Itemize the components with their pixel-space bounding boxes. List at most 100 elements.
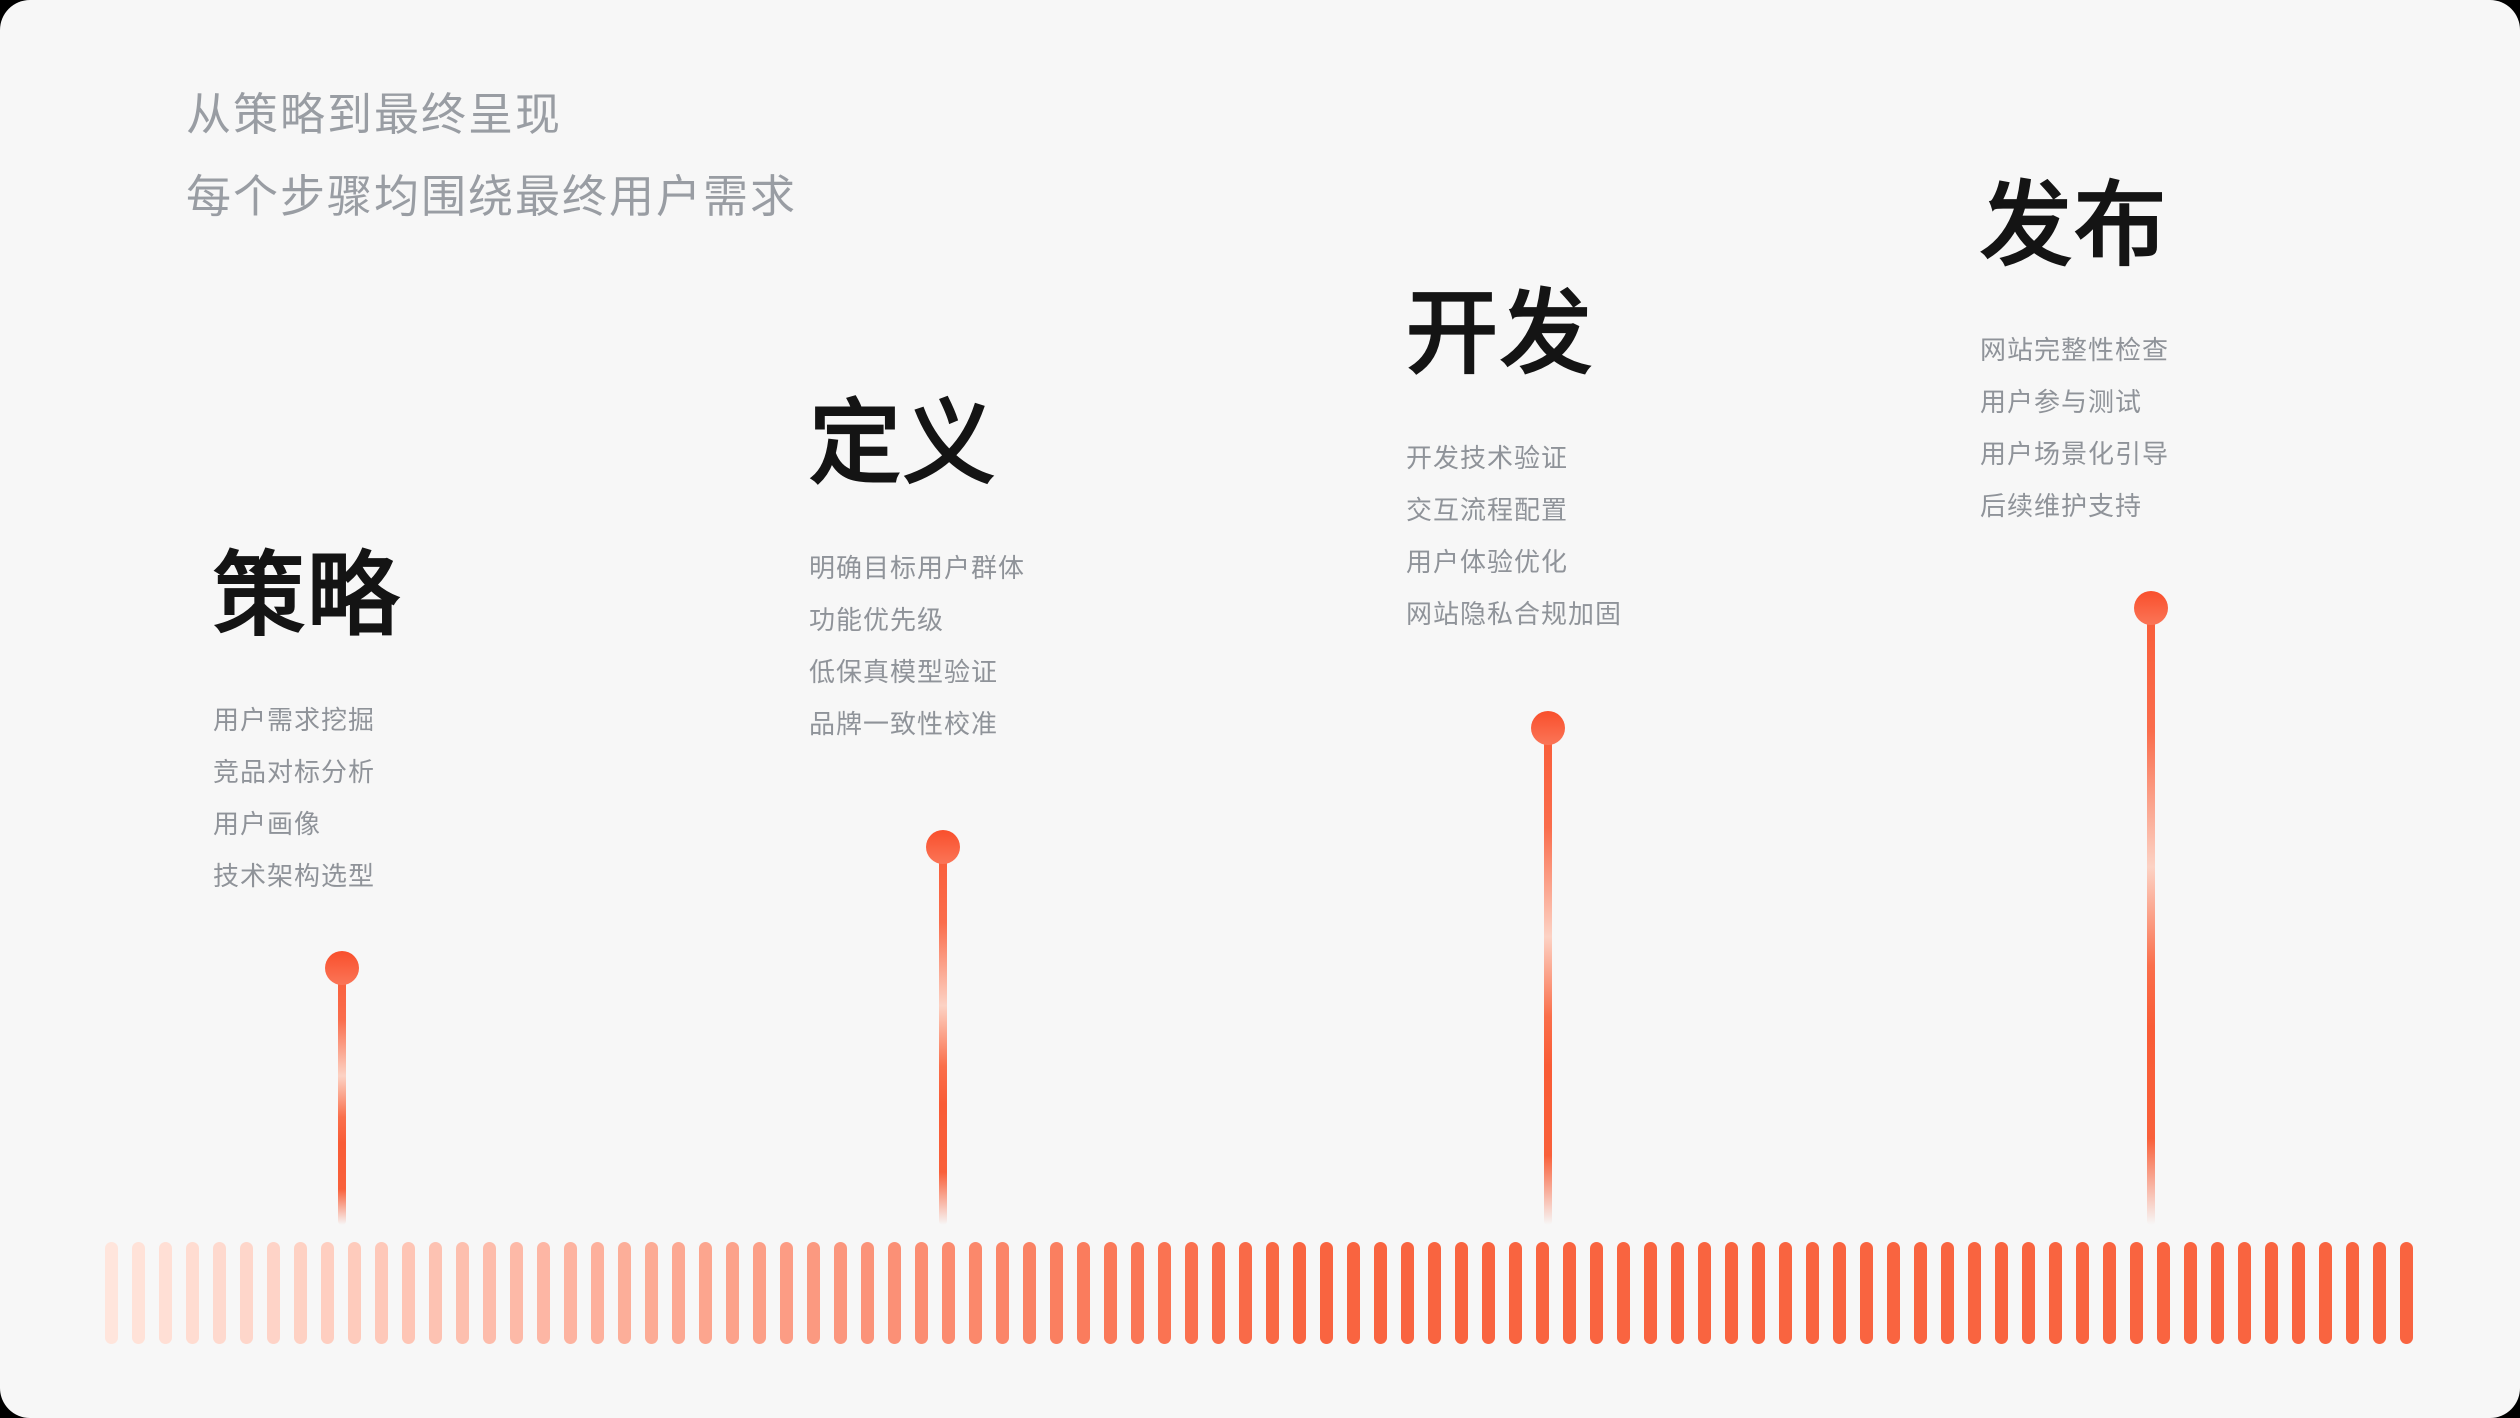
timeline-bar bbox=[1860, 1242, 1873, 1344]
intro-line-1: 从策略到最终呈现 bbox=[186, 89, 563, 140]
timeline-bar bbox=[942, 1242, 955, 1344]
timeline-bar bbox=[2130, 1242, 2143, 1344]
timeline-bar bbox=[1320, 1242, 1333, 1344]
stage-item-list: 用户需求挖掘竞品对标分析用户画像技术架构选型 bbox=[213, 694, 401, 902]
timeline-bar bbox=[2049, 1242, 2062, 1344]
timeline-bar bbox=[1131, 1242, 1144, 1344]
timeline-bar bbox=[564, 1242, 577, 1344]
timeline-bar bbox=[159, 1242, 172, 1344]
timeline-bar bbox=[1050, 1242, 1063, 1344]
stage-item: 用户需求挖掘 bbox=[213, 705, 376, 735]
timeline-bar bbox=[2292, 1242, 2305, 1344]
stage-marker-line bbox=[939, 847, 947, 1225]
timeline-bar bbox=[1266, 1242, 1279, 1344]
timeline-bar bbox=[402, 1242, 415, 1344]
timeline-bar bbox=[1374, 1242, 1387, 1344]
timeline-bar bbox=[2373, 1242, 2386, 1344]
stage-item: 用户画像 bbox=[213, 809, 322, 839]
timeline-bar bbox=[132, 1242, 145, 1344]
timeline-bar bbox=[2400, 1242, 2413, 1344]
timeline-bar bbox=[510, 1242, 523, 1344]
timeline-bar bbox=[726, 1242, 739, 1344]
stage-marker-line bbox=[1544, 728, 1552, 1225]
timeline-bar bbox=[2265, 1242, 2278, 1344]
stage-marker-line bbox=[2147, 608, 2155, 1225]
stage-item-list: 明确目标用户群体功能优先级低保真模型验证品牌一致性校准 bbox=[809, 542, 1025, 750]
timeline-bar bbox=[753, 1242, 766, 1344]
timeline-bar bbox=[1914, 1242, 1927, 1344]
stage-item: 用户参与测试 bbox=[1980, 387, 2143, 417]
timeline-bar bbox=[105, 1242, 118, 1344]
timeline-bar bbox=[672, 1242, 685, 1344]
timeline-bar bbox=[483, 1242, 496, 1344]
timeline-bar bbox=[861, 1242, 874, 1344]
timeline-bar bbox=[1347, 1242, 1360, 1344]
timeline-bar bbox=[1212, 1242, 1225, 1344]
stage-item: 用户体验优化 bbox=[1406, 547, 1569, 577]
timeline-bar bbox=[2157, 1242, 2170, 1344]
timeline-bar bbox=[1995, 1242, 2008, 1344]
timeline-bar bbox=[1644, 1242, 1657, 1344]
timeline-bar bbox=[996, 1242, 1009, 1344]
timeline-bar bbox=[1158, 1242, 1171, 1344]
intro-line-2: 每个步骤均围绕最终用户需求 bbox=[186, 171, 798, 222]
timeline-bar bbox=[1455, 1242, 1468, 1344]
timeline-bar bbox=[1023, 1242, 1036, 1344]
timeline-bar bbox=[888, 1242, 901, 1344]
timeline-bar bbox=[1536, 1242, 1549, 1344]
stage-item: 交互流程配置 bbox=[1406, 495, 1569, 525]
stage-marker-dot bbox=[2134, 591, 2168, 625]
timeline-bar bbox=[1401, 1242, 1414, 1344]
stage-title: 定义 bbox=[809, 393, 998, 495]
stage-marker-dot bbox=[926, 830, 960, 864]
timeline-bar bbox=[1806, 1242, 1819, 1344]
timeline-bar bbox=[213, 1242, 226, 1344]
timeline-bar bbox=[645, 1242, 658, 1344]
timeline-bar bbox=[456, 1242, 469, 1344]
timeline-bar bbox=[537, 1242, 550, 1344]
timeline-bar bbox=[1428, 1242, 1441, 1344]
timeline-bar bbox=[348, 1242, 361, 1344]
stage-item: 网站完整性检查 bbox=[1980, 335, 2170, 365]
stage-item-list: 开发技术验证交互流程配置用户体验优化网站隐私合规加固 bbox=[1406, 432, 1622, 640]
intro-text: 从策略到最终呈现 每个步骤均围绕最终用户需求 bbox=[186, 74, 797, 238]
timeline-bar bbox=[969, 1242, 982, 1344]
timeline-bar bbox=[1779, 1242, 1792, 1344]
timeline-bar bbox=[1698, 1242, 1711, 1344]
timeline-bar bbox=[1725, 1242, 1738, 1344]
timeline-bar bbox=[1617, 1242, 1630, 1344]
timeline-bar bbox=[2346, 1242, 2359, 1344]
timeline-bar bbox=[915, 1242, 928, 1344]
stage-marker-dot bbox=[1531, 711, 1565, 745]
timeline-bar bbox=[1887, 1242, 1900, 1344]
timeline-bar bbox=[1671, 1242, 1684, 1344]
timeline-bar bbox=[699, 1242, 712, 1344]
timeline-bar bbox=[1833, 1242, 1846, 1344]
timeline-bar bbox=[780, 1242, 793, 1344]
stage-title: 策略 bbox=[213, 545, 402, 647]
stage-item: 后续维护支持 bbox=[1980, 491, 2143, 521]
timeline-bar bbox=[1185, 1242, 1198, 1344]
timeline-bar bbox=[2103, 1242, 2116, 1344]
stage-item-list: 网站完整性检查用户参与测试用户场景化引导后续维护支持 bbox=[1980, 324, 2169, 532]
timeline-bar bbox=[1509, 1242, 1522, 1344]
timeline-bar bbox=[834, 1242, 847, 1344]
stage-title: 开发 bbox=[1406, 283, 1595, 385]
stage-column-4: 发布网站完整性检查用户参与测试用户场景化引导后续维护支持 bbox=[1980, 177, 2169, 532]
timeline-bar bbox=[2184, 1242, 2197, 1344]
stage-title: 发布 bbox=[1980, 175, 2169, 277]
timeline-bar bbox=[1482, 1242, 1495, 1344]
timeline-bar bbox=[1752, 1242, 1765, 1344]
timeline-bar bbox=[618, 1242, 631, 1344]
timeline-bar bbox=[240, 1242, 253, 1344]
timeline-bar bbox=[294, 1242, 307, 1344]
timeline-bar bbox=[591, 1242, 604, 1344]
stage-item: 明确目标用户群体 bbox=[809, 553, 1026, 583]
timeline-bar bbox=[1104, 1242, 1117, 1344]
timeline-bar bbox=[1563, 1242, 1576, 1344]
timeline-bar bbox=[1239, 1242, 1252, 1344]
stage-item: 技术架构选型 bbox=[213, 861, 376, 891]
timeline-bar bbox=[2076, 1242, 2089, 1344]
